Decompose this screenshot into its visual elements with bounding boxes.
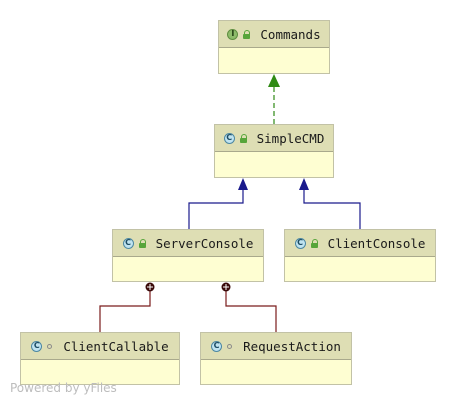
class-node-clientconsole[interactable]: C ClientConsole: [284, 229, 436, 282]
extends-edge-clientconsole: [299, 178, 361, 229]
class-node-simplecmd[interactable]: C SimpleCMD: [214, 124, 334, 178]
class-header: C ServerConsole: [113, 230, 263, 257]
inner-edge-requestaction: [221, 282, 277, 332]
class-icon: C: [223, 132, 235, 144]
class-header: I Commands: [219, 21, 329, 48]
class-name: SimpleCMD: [256, 130, 325, 146]
class-icon: C: [122, 237, 134, 249]
class-header: C SimpleCMD: [215, 125, 333, 152]
public-lock-icon: [138, 238, 147, 248]
class-header: C ClientConsole: [285, 230, 435, 257]
class-node-clientcallable[interactable]: C ClientCallable: [20, 332, 180, 385]
package-visibility-icon: [227, 343, 233, 349]
class-name: ClientCallable: [63, 338, 169, 354]
watermark: Powered by yFiles: [10, 381, 117, 395]
class-icon: C: [294, 237, 306, 249]
package-visibility-icon: [47, 343, 53, 349]
class-icon: C: [31, 340, 43, 352]
extends-edge-serverconsole: [188, 178, 248, 229]
class-icon: C: [211, 340, 223, 352]
class-name: ServerConsole: [155, 235, 254, 251]
arrowhead-icon: [268, 74, 280, 87]
class-name: ClientConsole: [327, 235, 426, 251]
implements-edge: [268, 74, 280, 124]
public-lock-icon: [243, 29, 251, 39]
arrowhead-icon: [299, 178, 309, 190]
class-node-requestaction[interactable]: C RequestAction: [200, 332, 352, 385]
public-lock-icon: [310, 238, 319, 248]
class-node-serverconsole[interactable]: C ServerConsole: [112, 229, 264, 282]
inner-edge-clientcallable: [99, 282, 155, 332]
class-header: C ClientCallable: [21, 333, 179, 360]
arrowhead-icon: [238, 178, 248, 190]
class-header: C RequestAction: [201, 333, 351, 360]
class-node-commands[interactable]: I Commands: [218, 20, 330, 74]
class-name: RequestAction: [243, 338, 341, 354]
class-name: Commands: [260, 26, 321, 42]
public-lock-icon: [239, 133, 248, 143]
interface-icon: I: [227, 28, 239, 40]
